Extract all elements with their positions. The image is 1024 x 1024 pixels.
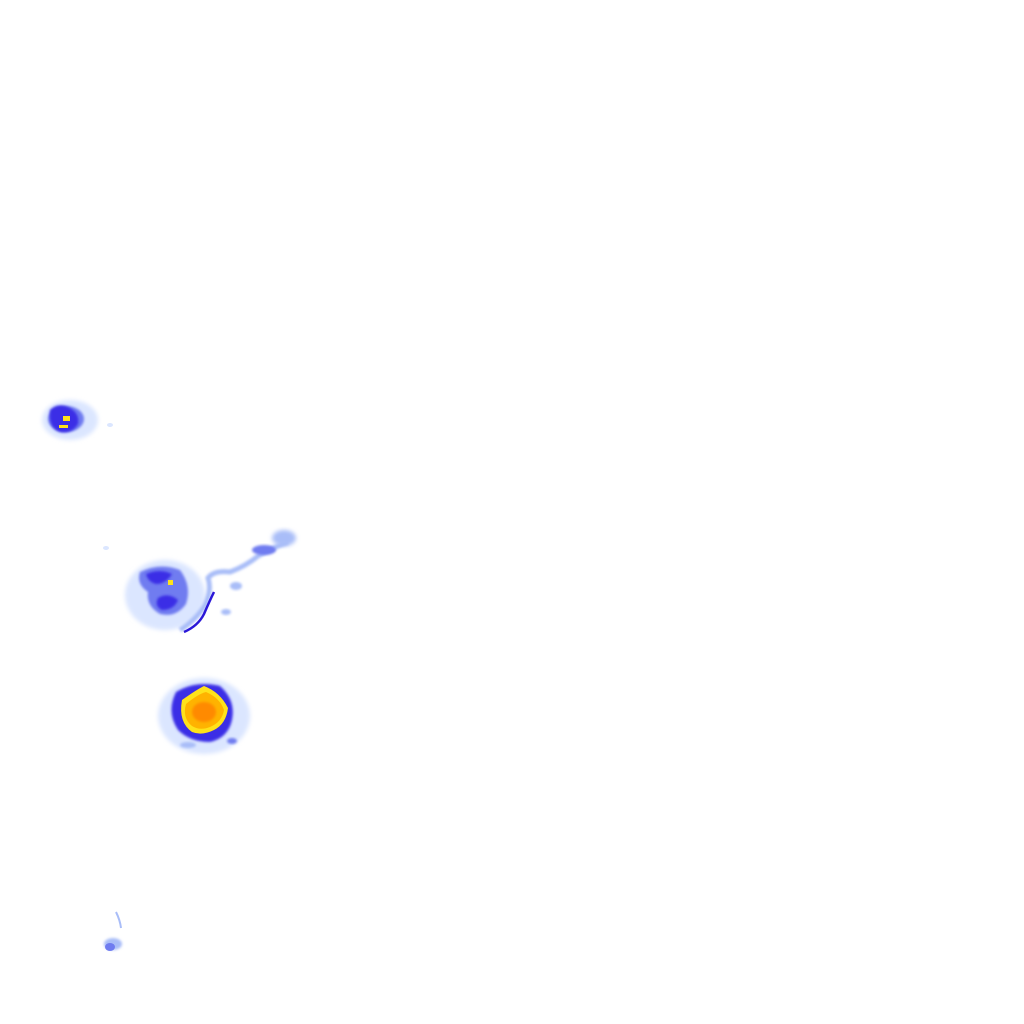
echo-trail-heavy [183, 591, 216, 634]
radar-cell-southwest [104, 911, 122, 951]
echo-intense [168, 580, 173, 585]
echo-core [192, 702, 216, 722]
radar-cell-south [158, 678, 250, 754]
radar-cell-north [42, 400, 113, 440]
echo-intense [63, 416, 70, 421]
echo-speck-2 [221, 609, 231, 615]
echo-band [252, 545, 276, 555]
echo-heavy [146, 571, 178, 610]
echo-band-2 [272, 530, 296, 546]
echo-speck [230, 582, 242, 590]
echo-faint-speck [107, 423, 113, 427]
echo-intense-2 [59, 425, 68, 428]
echo-moderate [105, 943, 115, 951]
echo-streak [115, 911, 122, 929]
echo-speck-3 [103, 546, 109, 550]
echo-trail-2 [180, 742, 196, 748]
echo-trail [227, 738, 237, 744]
radar-cell-central [103, 530, 296, 634]
